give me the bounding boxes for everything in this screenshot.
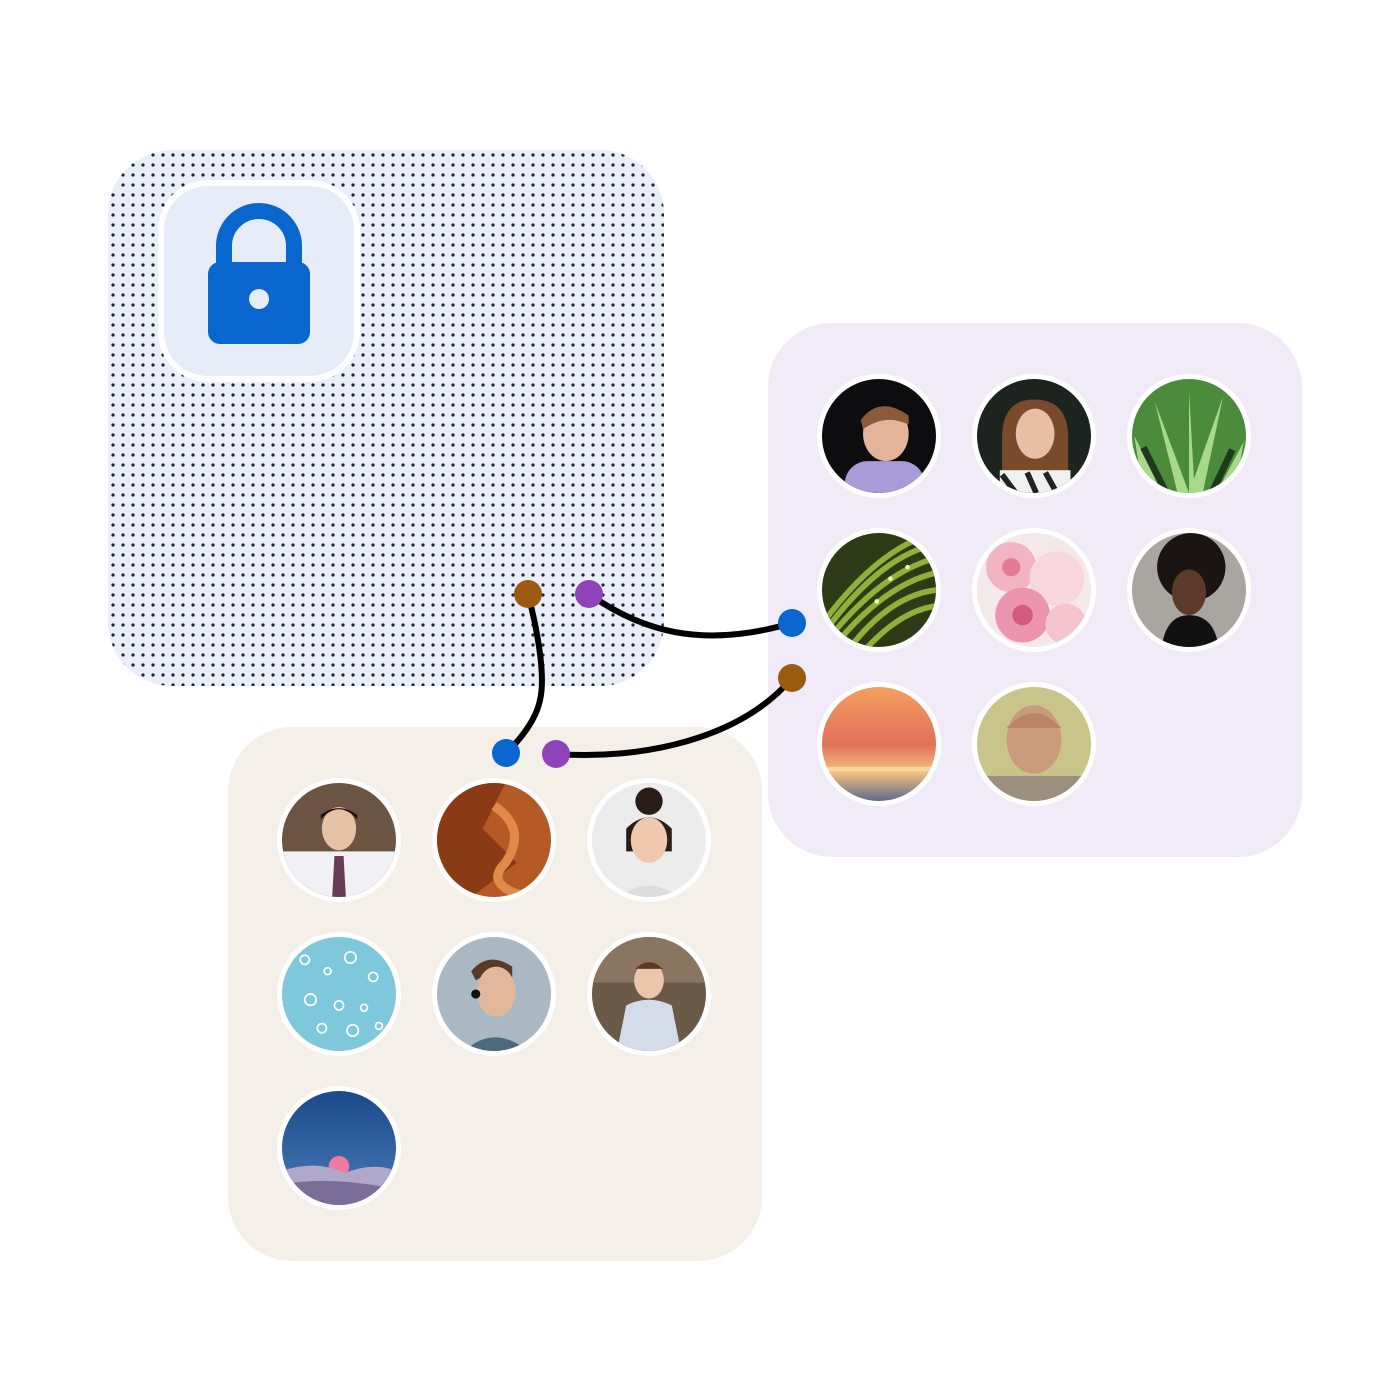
avatar-person[interactable] <box>587 778 711 902</box>
avatar-water-drops[interactable] <box>277 932 401 1056</box>
avatar-person[interactable] <box>432 932 556 1056</box>
avatar-moon-landscape[interactable] <box>277 1086 401 1210</box>
avatar-fiber[interactable] <box>817 528 941 652</box>
lock-tile <box>164 186 354 376</box>
avatar-person[interactable] <box>972 682 1096 806</box>
avatar-rock[interactable] <box>432 778 556 902</box>
avatar-person[interactable] <box>277 778 401 902</box>
avatar-person[interactable] <box>1127 528 1251 652</box>
avatar-sunset[interactable] <box>817 682 941 806</box>
avatar-flowers[interactable] <box>972 528 1096 652</box>
avatar-person[interactable] <box>972 374 1096 498</box>
avatar-plant[interactable] <box>1127 374 1251 498</box>
avatar-person[interactable] <box>587 932 711 1056</box>
lock-icon <box>208 203 310 344</box>
avatar-person[interactable] <box>817 374 941 498</box>
